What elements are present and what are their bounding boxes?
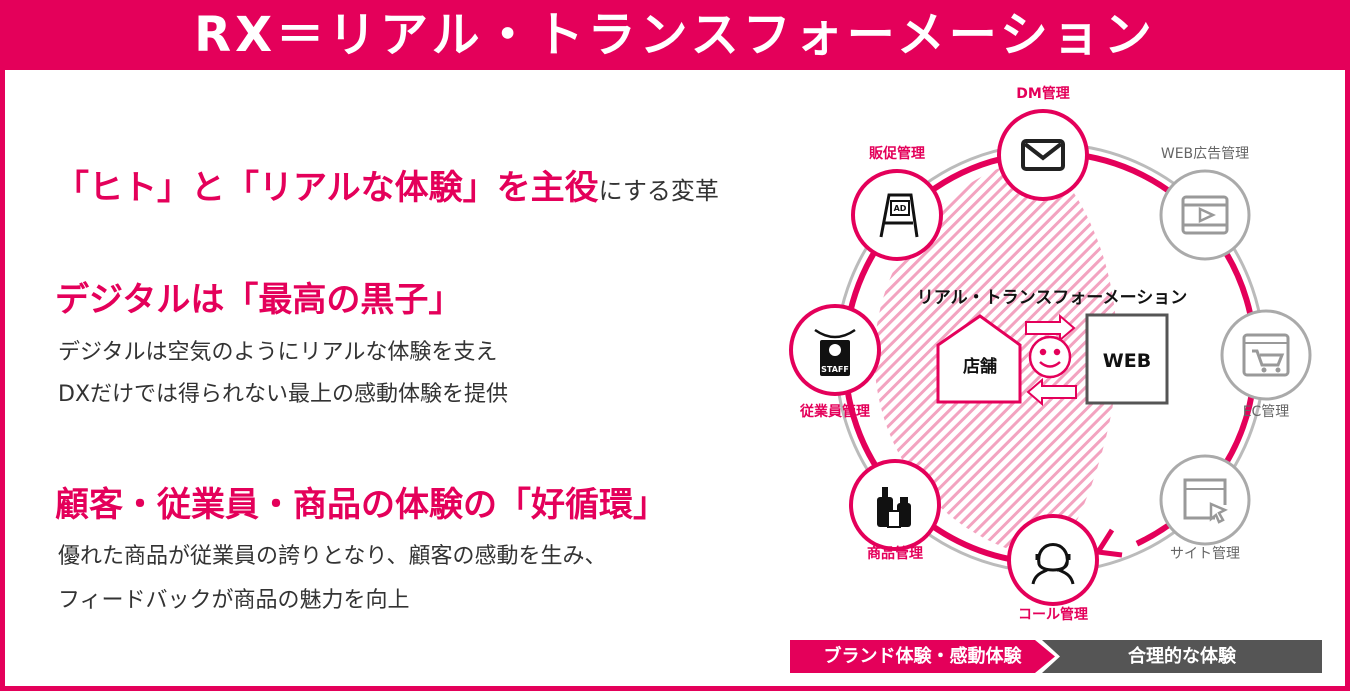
node-bottles: [849, 459, 941, 551]
node-circle: [1159, 454, 1251, 546]
node-label: WEB広告管理: [1160, 146, 1250, 162]
node-label: 販促管理: [869, 146, 925, 162]
smiley-icon: [1028, 335, 1072, 379]
node-label: EC管理: [1242, 404, 1290, 420]
node-envelope: [997, 109, 1089, 201]
web-box: [1085, 313, 1169, 405]
envelope-icon: [1021, 139, 1065, 171]
node-label: 商品管理: [867, 546, 923, 562]
heading-1-main: 「ヒト」と「リアルな体験」を主役: [55, 168, 599, 208]
node-ad-signboard: AD: [851, 169, 943, 261]
bottles-icon: [877, 487, 911, 528]
node-circle: [1159, 169, 1251, 261]
node-circle: [1007, 514, 1099, 606]
node-browser-cursor: [1159, 454, 1251, 546]
page-title: RX＝リアル・トランスフォーメーション: [0, 0, 1350, 70]
node-video: [1159, 169, 1251, 261]
heading-1-suffix: にする変革: [598, 177, 719, 205]
node-cart-browser: [1220, 309, 1312, 401]
node-label: DM管理: [1016, 86, 1070, 102]
headset-operator-icon: [1031, 543, 1075, 585]
svg-text:STAFF: STAFF: [821, 365, 849, 374]
body-2-line-1: デジタルは空気のようにリアルな体験を支え: [58, 340, 498, 365]
brand-experience-bar: ブランド体験・感動体験: [790, 640, 1055, 673]
heading-2: デジタルは「最高の黒子」: [55, 280, 463, 320]
body-3-line-2: フィードバックが商品の魅力を向上: [58, 588, 410, 613]
node-label: 従業員管理: [800, 404, 870, 420]
browser-cursor-icon: [1183, 478, 1228, 524]
body-2-line-2: DXだけでは得られない最上の感動体験を提供: [58, 382, 509, 407]
staff-badge-icon: STAFF: [814, 328, 856, 376]
ad-signboard-icon: AD: [879, 193, 919, 238]
cart-browser-icon: [1242, 333, 1290, 377]
store-house: [936, 314, 1022, 404]
web-label: WEB: [1102, 350, 1152, 372]
node-staff-badge: STAFF: [789, 304, 881, 396]
node-label: サイト管理: [1170, 546, 1240, 562]
heading-1: 「ヒト」と「リアルな体験」を主役にする変革: [55, 160, 719, 209]
body-3-line-1: 優れた商品が従業員の誇りとなり、顧客の感動を生み、: [58, 544, 607, 569]
node-label: コール管理: [1018, 607, 1088, 623]
video-icon: [1181, 195, 1229, 235]
node-circle: [997, 109, 1089, 201]
store-label: 店舗: [963, 357, 997, 377]
node-circle: [849, 459, 941, 551]
heading-3: 顧客・従業員・商品の体験の「好循環」: [55, 485, 667, 525]
node-headset-operator: [1007, 514, 1099, 606]
arrowhead: [1093, 528, 1123, 558]
center-title: リアル・トランスフォーメーション: [916, 288, 1188, 308]
exchange-arrows: [1025, 313, 1077, 407]
svg-text:AD: AD: [894, 204, 907, 213]
rational-experience-bar: 合理的な体験: [1042, 640, 1322, 673]
